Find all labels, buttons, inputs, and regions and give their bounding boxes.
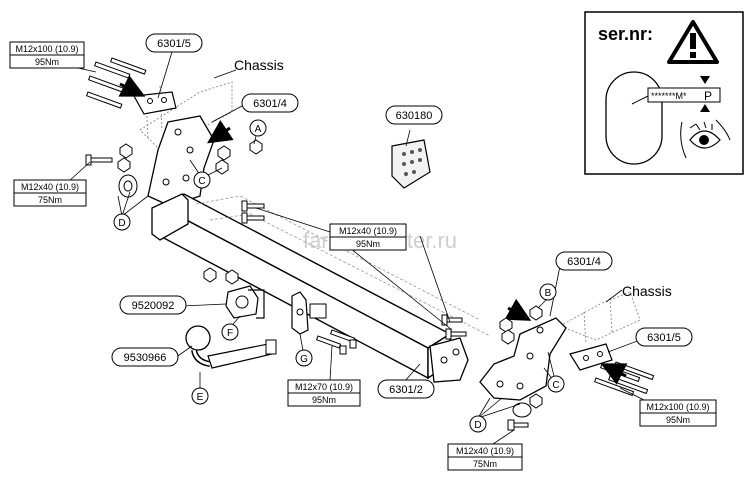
bottom-mid-bolts <box>315 329 357 355</box>
left-chassis-outline <box>139 81 233 151</box>
callout-d-right: D <box>469 415 487 433</box>
spec-bottom-right: M12x40 (10.9) 75Nm <box>447 443 523 471</box>
svg-text:6301/5: 6301/5 <box>647 332 681 344</box>
callout-d-left: D <box>113 213 131 231</box>
svg-text:6301/2: 6301/2 <box>389 384 423 396</box>
svg-text:95Nm: 95Nm <box>666 415 690 425</box>
svg-text:B: B <box>545 288 552 299</box>
right-top-arrow <box>600 363 628 385</box>
svg-text:E: E <box>197 392 204 403</box>
left-mid-bolts <box>85 154 113 166</box>
left-top-bracket <box>133 91 177 115</box>
svg-text:C: C <box>198 176 205 187</box>
crossbar <box>151 193 469 383</box>
svg-text:95Nm: 95Nm <box>35 57 59 67</box>
right-side-bracket <box>479 317 567 401</box>
spec-bottom-mid: M12x70 (10.9) 95Nm <box>287 379 361 407</box>
label-wiring-plate: 630180 <box>385 105 443 125</box>
chassis-label-left: Chassis <box>234 57 284 73</box>
label-tow-ball: 9530966 <box>111 347 179 367</box>
chassis-label-right: Chassis <box>622 283 672 299</box>
left-nuts <box>117 139 263 198</box>
serial-number-box: ser.nr: *******M* P <box>584 11 744 175</box>
left-side-arrow <box>207 120 234 144</box>
right-top-bracket <box>569 343 613 371</box>
callout-g: G <box>295 349 313 367</box>
svg-text:95Nm: 95Nm <box>312 395 336 405</box>
callout-c-right: C <box>547 375 565 393</box>
spec-center: M12x40 (10.9) 95Nm <box>329 223 407 251</box>
spec-right-top: M12x100 (10.9) 95Nm <box>639 399 717 427</box>
spec-left-top: M12x100 (10.9) 95Nm <box>9 41 85 69</box>
label-right-side-bracket: 6301/4 <box>555 251 613 271</box>
left-top-arrow <box>118 75 146 97</box>
svg-text:M12x40 (10.9): M12x40 (10.9) <box>339 226 397 236</box>
svg-text:C: C <box>552 380 559 391</box>
callout-c-left: C <box>193 171 211 189</box>
left-top-bolts <box>85 57 147 109</box>
svg-text:6301/4: 6301/4 <box>253 98 287 110</box>
svg-text:M12x100 (10.9): M12x100 (10.9) <box>646 402 709 412</box>
label-socket-plate: 9520092 <box>119 295 187 315</box>
svg-text:75Nm: 75Nm <box>38 195 62 205</box>
serial-plate-letter: P <box>704 89 712 103</box>
svg-text:M12x100 (10.9): M12x100 (10.9) <box>15 44 78 54</box>
svg-text:M12x70 (10.9): M12x70 (10.9) <box>295 382 353 392</box>
left-side-bracket <box>147 115 215 207</box>
right-chassis-outline <box>558 291 641 345</box>
right-side-arrow <box>504 298 532 321</box>
socket-plate <box>203 267 265 319</box>
svg-text:D: D <box>474 420 481 431</box>
callout-f: F <box>221 323 239 341</box>
warning-icon <box>667 20 719 64</box>
eye-icon <box>680 119 731 159</box>
callout-e: E <box>191 387 209 405</box>
label-right-top-bracket: 6301/5 <box>635 327 693 347</box>
callout-a: A <box>249 119 267 137</box>
callout-b: B <box>539 283 557 301</box>
spec-left-mid: M12x40 (10.9) 75Nm <box>13 179 87 207</box>
serial-plate <box>647 87 721 103</box>
wiring-plate <box>391 139 431 189</box>
svg-text:A: A <box>255 124 262 135</box>
svg-text:D: D <box>118 218 125 229</box>
svg-text:95Nm: 95Nm <box>356 239 380 249</box>
svg-text:630180: 630180 <box>396 110 433 122</box>
label-left-top-bracket: 6301/5 <box>145 33 203 53</box>
towbar-neck-outline <box>605 71 663 165</box>
svg-text:6301/5: 6301/5 <box>157 38 191 50</box>
center-bolts <box>241 200 467 340</box>
svg-text:G: G <box>300 354 308 365</box>
serial-title: ser.nr: <box>598 24 653 44</box>
svg-text:F: F <box>227 328 233 339</box>
crossbar-guides <box>195 195 491 337</box>
serial-plate-text: *******M* <box>651 91 687 101</box>
svg-text:6301/4: 6301/4 <box>567 256 601 268</box>
svg-text:M12x40 (10.9): M12x40 (10.9) <box>21 182 79 192</box>
mount-bracket-g <box>291 291 327 335</box>
svg-text:9530966: 9530966 <box>124 352 167 364</box>
svg-text:75Nm: 75Nm <box>473 459 497 469</box>
right-nuts <box>499 305 543 431</box>
svg-text:9520092: 9520092 <box>132 300 175 312</box>
label-left-side-bracket: 6301/4 <box>241 93 299 113</box>
svg-text:M12x40 (10.9): M12x40 (10.9) <box>456 446 514 456</box>
label-crossbar: 6301/2 <box>377 379 435 399</box>
tow-ball <box>185 325 277 369</box>
